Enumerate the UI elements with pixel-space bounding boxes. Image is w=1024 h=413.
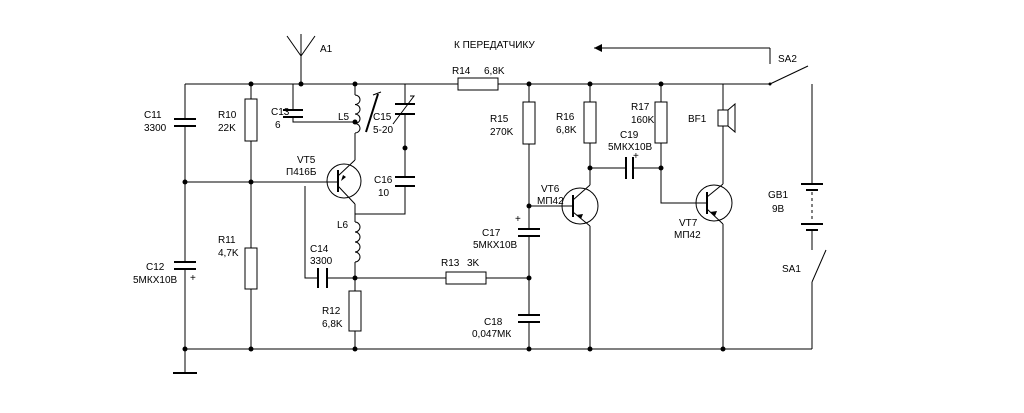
- capacitor-c13: C13 6: [271, 107, 303, 131]
- resistor-r15: R15 270K: [490, 101, 536, 145]
- capacitor-c15: C15 5-20: [373, 95, 415, 136]
- speaker-icon: [717, 109, 729, 127]
- sa1-ref: SA1: [782, 264, 801, 275]
- battery-icon: [801, 183, 823, 191]
- transistor-icon: [561, 187, 599, 225]
- r11-value: 4,7K: [218, 248, 239, 259]
- r15-value: 270K: [490, 127, 514, 138]
- transistor-vt7: VT7 МП42: [674, 183, 733, 241]
- transistor-icon: [695, 184, 733, 222]
- transmitter-arrow: К ПЕРЕДАТЧИКУ: [454, 40, 602, 52]
- r12-value: 6,8K: [322, 319, 343, 330]
- r17-ref: R17: [631, 102, 650, 113]
- c16-ref: C16: [374, 175, 393, 186]
- tuning-core-icon: [365, 93, 379, 133]
- r13-value: 3K: [467, 258, 480, 269]
- antenna-icon: [286, 34, 316, 57]
- coil-icon: [354, 94, 361, 134]
- vt6-ref: VT6: [541, 184, 560, 195]
- resistor-r14: R14 6,8K: [452, 66, 505, 91]
- switch-blade-icon: [811, 249, 827, 283]
- transistor-vt5: VT5 П416Б: [286, 155, 362, 205]
- switch-blade-icon: [769, 65, 809, 85]
- r10-ref: R10: [218, 110, 237, 121]
- capacitor-c17: + C17 5МКХ10В: [473, 214, 540, 251]
- c17-value: 5МКХ10В: [473, 240, 518, 251]
- c19-value: 5МКХ10В: [608, 142, 653, 153]
- c16-value: 10: [378, 188, 390, 199]
- antenna-a1: A1: [286, 34, 333, 57]
- c19-ref: C19: [620, 130, 639, 141]
- c15-ref: C15: [373, 112, 392, 123]
- r12-ref: R12: [322, 306, 341, 317]
- vt5-ref: VT5: [297, 155, 316, 166]
- c15-value: 5-20: [373, 125, 393, 136]
- resistor-r16: R16 6,8K: [556, 101, 597, 144]
- vt6-type: МП42: [537, 196, 564, 207]
- c18-ref: C18: [484, 317, 503, 328]
- battery-gb1: GB1 9В: [768, 183, 823, 231]
- sa2-ref: SA2: [778, 54, 797, 65]
- coil-icon: [354, 221, 361, 263]
- transmitter-label: К ПЕРЕДАТЧИКУ: [454, 40, 535, 51]
- c14-value: 3300: [310, 256, 333, 267]
- r13-ref: R13: [441, 258, 460, 269]
- r10-value: 22K: [218, 123, 236, 134]
- arrow-left-icon: [594, 44, 602, 52]
- wires: [173, 47, 813, 374]
- r11-ref: R11: [218, 235, 236, 246]
- l6-ref: L6: [337, 220, 349, 231]
- transistor-vt6: VT6 МП42: [537, 184, 599, 227]
- vt7-type: МП42: [674, 230, 701, 241]
- c11-value: 3300: [144, 123, 167, 134]
- capacitor-c14: C14 3300: [310, 244, 333, 288]
- switch-sa2: SA2: [768, 54, 809, 86]
- capacitor-c11: C11 3300: [144, 110, 196, 134]
- c14-ref: C14: [310, 244, 329, 255]
- antenna-ref: A1: [320, 44, 333, 55]
- switch-sa1: SA1: [782, 249, 827, 283]
- transistor-icon: [326, 163, 362, 199]
- c13-ref: C13: [271, 107, 290, 118]
- resistor-r11: R11 4,7K: [218, 235, 258, 290]
- resistor-r17: R17 160K: [631, 101, 668, 144]
- c12-polarity: +: [190, 273, 196, 284]
- resistor-r13: R13 3K: [441, 258, 487, 285]
- gb1-ref: GB1: [768, 190, 788, 201]
- r15-ref: R15: [490, 114, 509, 125]
- c12-value: 5МКХ10В: [133, 275, 178, 286]
- junction-dots: [182, 81, 726, 352]
- r16-ref: R16: [556, 112, 575, 123]
- inductor-l5: L5: [338, 91, 382, 134]
- resistor-r12: R12 6,8K: [322, 290, 362, 332]
- l5-ref: L5: [338, 112, 350, 123]
- capacitor-c19: C19 5МКХ10В +: [608, 130, 653, 179]
- c17-polarity: +: [515, 214, 521, 225]
- r14-value: 6,8K: [484, 66, 505, 77]
- capacitor-c16: C16 10: [374, 175, 415, 199]
- c17-ref: C17: [482, 228, 501, 239]
- c18-value: 0,047МК: [472, 329, 511, 340]
- resistor-r10: R10 22K: [218, 98, 258, 142]
- capacitor-c12: C12 5МКХ10В +: [133, 261, 196, 286]
- speaker-bf1: BF1: [688, 102, 736, 134]
- gb1-value: 9В: [772, 204, 785, 215]
- c12-ref: C12: [146, 262, 165, 273]
- r16-value: 6,8K: [556, 125, 577, 136]
- c13-value: 6: [275, 120, 281, 131]
- r14-ref: R14: [452, 66, 471, 77]
- c11-ref: C11: [144, 110, 162, 121]
- capacitor-c18: C18 0,047МК: [472, 314, 540, 340]
- vt5-type: П416Б: [286, 167, 317, 178]
- inductor-l6: L6: [337, 220, 361, 263]
- trimmer-arrow-icon: [392, 95, 415, 125]
- vt7-ref: VT7: [679, 218, 698, 229]
- bf1-ref: BF1: [688, 114, 707, 125]
- r17-value: 160K: [631, 115, 655, 126]
- c19-polarity: +: [633, 151, 639, 162]
